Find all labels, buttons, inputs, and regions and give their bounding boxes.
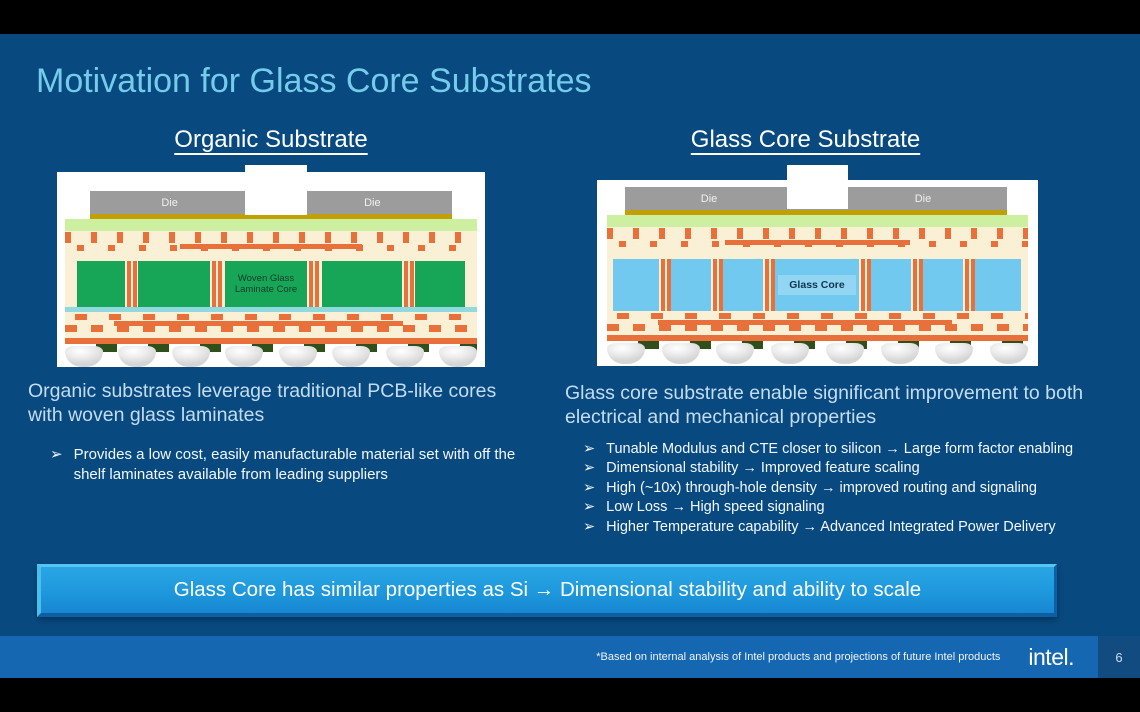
solder-ball — [607, 343, 645, 364]
buildup-layer-bottom — [607, 311, 1028, 335]
solder-ball — [771, 343, 810, 364]
solder-ball — [278, 346, 317, 367]
core-block — [975, 259, 1021, 311]
solder-ball — [332, 346, 371, 367]
underfill-layer — [625, 210, 1007, 215]
through-via — [859, 259, 871, 311]
bottom-metal-layer — [65, 338, 477, 344]
solder-ball — [438, 346, 477, 367]
solder-ball — [880, 343, 919, 364]
bullet-text: Dimensional stability → Improved feature… — [606, 460, 920, 477]
core-block — [871, 259, 911, 311]
intel-logo: intel. — [1028, 643, 1074, 670]
arrow-bullet-icon: ➢ — [583, 499, 596, 516]
organic-description: Organic substrates leverage traditional … — [28, 380, 497, 426]
through-via — [659, 259, 671, 311]
glass-bullet-list: ➢ Tunable Modulus and CTE closer to sili… — [583, 441, 1131, 538]
solder-ball — [825, 343, 864, 364]
through-via — [307, 261, 322, 307]
core-block — [138, 261, 210, 307]
core-block — [613, 259, 659, 311]
solder-balls — [607, 343, 1028, 364]
through-via — [711, 259, 723, 311]
core-block — [77, 261, 125, 307]
core-block — [923, 259, 963, 311]
footnote: *Based on internal analysis of Intel pro… — [596, 651, 1001, 663]
core-block — [322, 261, 402, 307]
buildup-layer-top — [65, 231, 477, 261]
underfill-layer — [90, 214, 452, 219]
arrow-bullet-icon: ➢ — [583, 460, 596, 477]
bullet-text: Low Loss → High speed signaling — [606, 499, 825, 516]
arrow-bullet-icon: ➢ — [583, 479, 596, 496]
organic-substrate-diagram: Die Die Woven Glass Laminate Core — [57, 165, 485, 367]
die-label: Die — [364, 196, 381, 209]
solder-resist-layer — [607, 215, 1028, 227]
heat-spreader-lid — [245, 165, 307, 215]
die-label: Die — [700, 192, 718, 205]
bga-pads — [607, 341, 1028, 349]
core-layer: Glass Core — [607, 259, 1028, 311]
solder-resist-layer — [65, 219, 477, 231]
solder-ball — [935, 343, 974, 364]
page-number: 6 — [1098, 636, 1140, 678]
through-via — [125, 261, 138, 307]
arrow-bullet-icon: ➢ — [583, 441, 596, 457]
glass-core-substrate-heading: Glass Core Substrate — [690, 126, 921, 153]
solder-ball — [65, 346, 103, 367]
bullet-item: ➢ Higher Temperature capability → Advanc… — [583, 519, 1131, 536]
through-via — [402, 261, 415, 307]
bullet-text: Tunable Modulus and CTE closer to silico… — [606, 441, 1074, 457]
through-via — [763, 259, 775, 311]
bga-pads — [65, 344, 477, 352]
die-label: Die — [161, 196, 178, 209]
heat-spreader-lid — [787, 165, 848, 209]
slide-title: Motivation for Glass Core Substrates — [36, 62, 592, 100]
takeaway-banner: Glass Core has similar properties as Si … — [37, 564, 1057, 617]
buildup-layer-top — [607, 227, 1028, 259]
organic-bullet-list: ➢ Provides a low cost, easily manufactur… — [50, 445, 535, 484]
bullet-item: ➢ High (~10x) through-hole density → imp… — [583, 480, 1131, 497]
bottom-metal-layer — [607, 335, 1028, 341]
core-label: Woven Glass Laminate Core — [225, 261, 307, 307]
bullet-item: ➢ Low Loss → High speed signaling — [583, 499, 1131, 516]
solder-ball — [225, 346, 264, 367]
bullet-item: ➢ Provides a low cost, easily manufactur… — [50, 445, 535, 484]
through-via — [210, 261, 225, 307]
core-layer: Woven Glass Laminate Core — [65, 261, 477, 307]
core-block — [415, 261, 465, 307]
through-via — [963, 259, 975, 311]
bullet-text: High (~10x) through-hole density → impro… — [606, 479, 1037, 496]
adhesion-layer — [65, 307, 477, 312]
solder-ball — [716, 343, 755, 364]
bullet-text: Higher Temperature capability → Advanced… — [606, 518, 1056, 535]
buildup-layer-bottom — [65, 312, 477, 338]
solder-ball — [118, 346, 157, 367]
solder-balls — [65, 346, 477, 367]
core-label: Glass Core — [778, 275, 856, 295]
core-block — [671, 259, 711, 311]
solder-ball — [171, 346, 210, 367]
bullet-item: ➢ Dimensional stability → Improved featu… — [583, 460, 1131, 477]
arrow-bullet-icon: ➢ — [50, 446, 63, 463]
bullet-text: Provides a low cost, easily manufacturab… — [73, 446, 516, 483]
slide: Motivation for Glass Core Substrates Org… — [0, 34, 1140, 678]
solder-ball — [385, 346, 424, 367]
arrow-bullet-icon: ➢ — [583, 518, 596, 535]
core-block — [723, 259, 763, 311]
glass-core-substrate-diagram: Die Die Glass Core — [597, 165, 1038, 366]
organic-substrate-heading: Organic Substrate — [174, 126, 368, 153]
through-via — [911, 259, 923, 311]
solder-ball — [989, 343, 1028, 364]
core-block-center: Glass Core — [775, 259, 859, 311]
die-label: Die — [914, 192, 932, 205]
solder-ball — [661, 343, 700, 364]
glass-description: Glass core substrate enable significant … — [565, 382, 1084, 428]
footer-band: *Based on internal analysis of Intel pro… — [0, 636, 1140, 678]
bullet-item: ➢ Tunable Modulus and CTE closer to sili… — [583, 441, 1131, 458]
